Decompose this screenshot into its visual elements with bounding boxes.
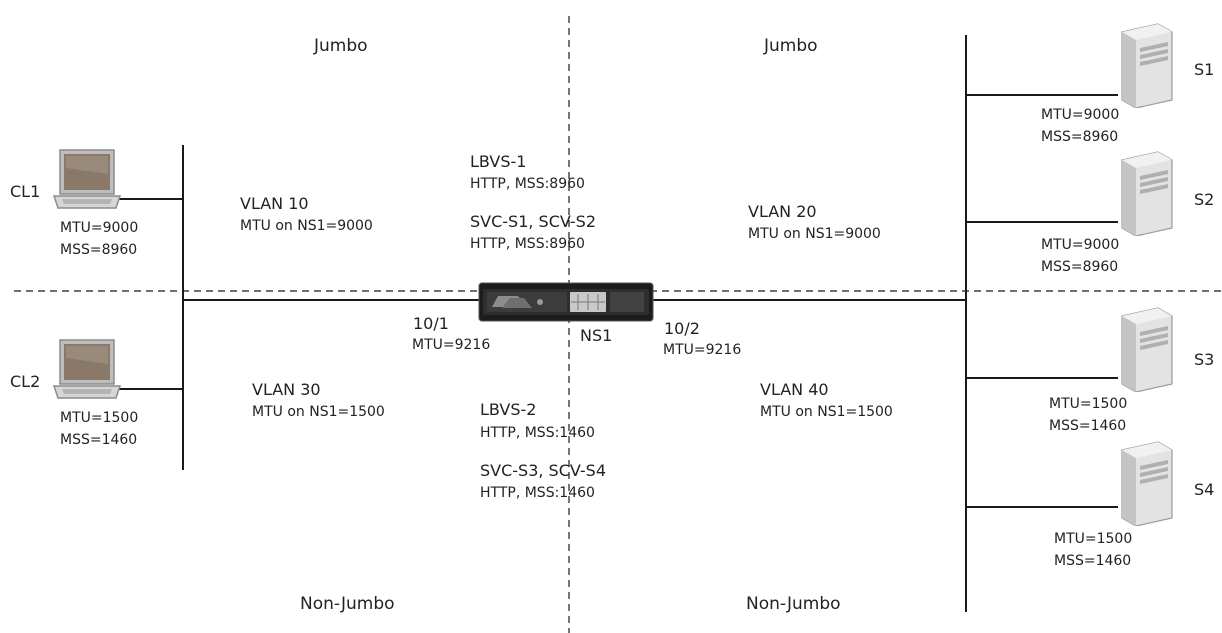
port-mtu: MTU=9216	[412, 337, 491, 353]
server-label: S1	[1194, 60, 1215, 79]
client-mss: MSS=8960	[60, 242, 138, 258]
netscaler-appliance-icon	[478, 282, 654, 322]
zone-label-top-left: Jumbo	[314, 36, 368, 56]
appliance-label: NS1	[580, 326, 613, 345]
services-label: SVC-S3, SCV-S4	[480, 461, 606, 480]
vlan-mtu: MTU on NS1=1500	[252, 404, 385, 420]
services-detail: HTTP, MSS:1460	[480, 485, 595, 501]
server-label: S4	[1194, 480, 1215, 499]
laptop-icon	[52, 339, 122, 399]
client-label: CL1	[10, 182, 41, 201]
lbvs-label: LBVS-2	[480, 400, 537, 419]
server-tower-icon	[1121, 23, 1173, 108]
server-mtu: MTU=1500	[1054, 531, 1133, 547]
lbvs-detail: HTTP, MSS:1460	[480, 425, 595, 441]
server-mss: MSS=1460	[1054, 553, 1132, 569]
server-mss: MSS=8960	[1041, 259, 1119, 275]
vlan-label: VLAN 10	[240, 194, 309, 213]
client-mtu: MTU=1500	[60, 410, 139, 426]
vlan-mtu: MTU on NS1=1500	[760, 404, 893, 420]
server-mtu: MTU=9000	[1041, 237, 1120, 253]
zone-label-bottom-right: Non-Jumbo	[746, 594, 841, 614]
client-mtu: MTU=9000	[60, 220, 139, 236]
laptop-icon	[52, 149, 122, 209]
vlan-label: VLAN 40	[760, 380, 829, 399]
lbvs-label: LBVS-1	[470, 152, 527, 171]
server-label: S3	[1194, 350, 1215, 369]
port-mtu: MTU=9216	[663, 342, 742, 358]
vlan-label: VLAN 20	[748, 202, 817, 221]
port-label: 10/1	[413, 314, 449, 333]
services-label: SVC-S1, SCV-S2	[470, 212, 596, 231]
port-label: 10/2	[664, 319, 700, 338]
vlan-label: VLAN 30	[252, 380, 321, 399]
vlan-mtu: MTU on NS1=9000	[748, 226, 881, 242]
client-label: CL2	[10, 372, 41, 391]
server-mtu: MTU=1500	[1049, 396, 1128, 412]
vlan-mtu: MTU on NS1=9000	[240, 218, 373, 234]
client-mss: MSS=1460	[60, 432, 138, 448]
zone-label-bottom-left: Non-Jumbo	[300, 594, 395, 614]
server-mss: MSS=1460	[1049, 418, 1127, 434]
server-mss: MSS=8960	[1041, 129, 1119, 145]
server-mtu: MTU=9000	[1041, 107, 1120, 123]
zone-label-top-right: Jumbo	[764, 36, 818, 56]
server-tower-icon	[1121, 151, 1173, 236]
server-tower-icon	[1121, 307, 1173, 392]
lbvs-detail: HTTP, MSS:8960	[470, 176, 585, 192]
server-tower-icon	[1121, 441, 1173, 526]
server-label: S2	[1194, 190, 1215, 209]
services-detail: HTTP, MSS:8960	[470, 236, 585, 252]
